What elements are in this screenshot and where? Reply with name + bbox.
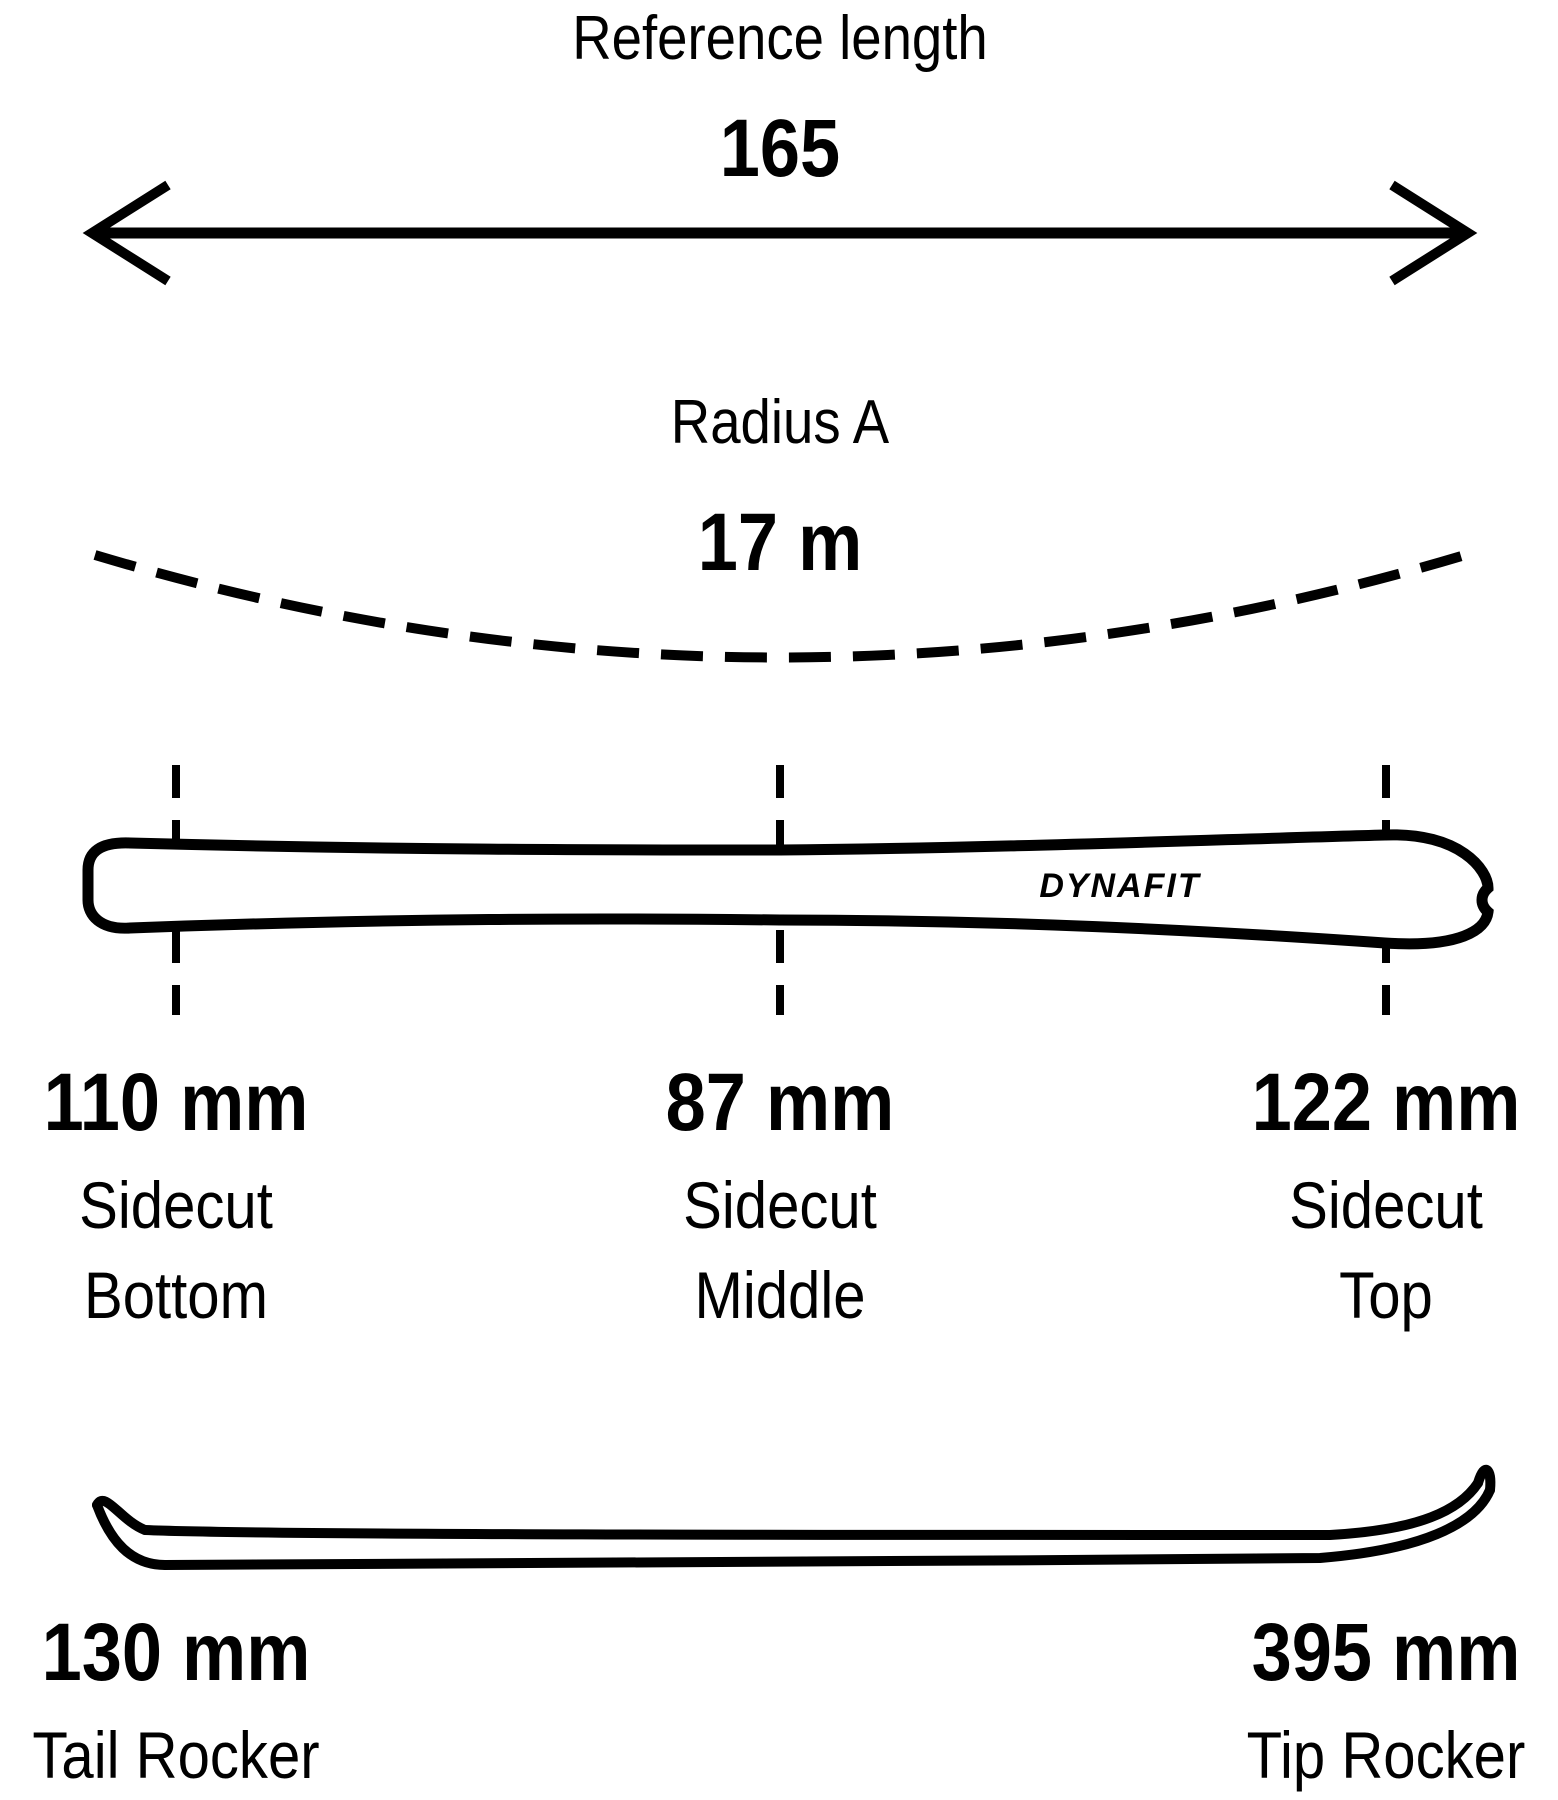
radius-arc-icon <box>93 550 1467 663</box>
sidecut-middle-label-1: Sidecut <box>683 1168 877 1242</box>
ski-side-profile-icon <box>92 1464 1496 1570</box>
dynafit-logo: DYNAFIT <box>1039 867 1202 905</box>
reference-length-label: Reference length <box>572 4 988 73</box>
tip-rocker-value: 395 mm <box>1251 1607 1521 1698</box>
tail-rocker-value: 130 mm <box>41 1607 311 1698</box>
sidecut-middle-value: 87 mm <box>665 1057 895 1148</box>
sidecut-top-value: 122 mm <box>1251 1057 1521 1148</box>
tail-rocker-label: Tail Rocker <box>32 1718 320 1792</box>
tip-rocker-label: Tip Rocker <box>1246 1718 1526 1792</box>
sidecut-bottom-value: 110 mm <box>43 1057 309 1148</box>
reference-length-value: 165 <box>719 103 841 194</box>
radius-label: Radius A <box>670 388 890 457</box>
sidecut-top-label-2: Top <box>1339 1258 1433 1332</box>
ski-top-view-icon <box>82 829 1494 950</box>
sidecut-middle-label-2: Middle <box>694 1258 866 1332</box>
reference-length-arrow-icon <box>82 180 1478 286</box>
radius-value: 17 m <box>697 497 863 588</box>
sidecut-top-label-1: Sidecut <box>1289 1168 1483 1242</box>
sidecut-bottom-label-1: Sidecut <box>79 1168 273 1242</box>
sidecut-bottom-label-2: Bottom <box>83 1258 269 1332</box>
